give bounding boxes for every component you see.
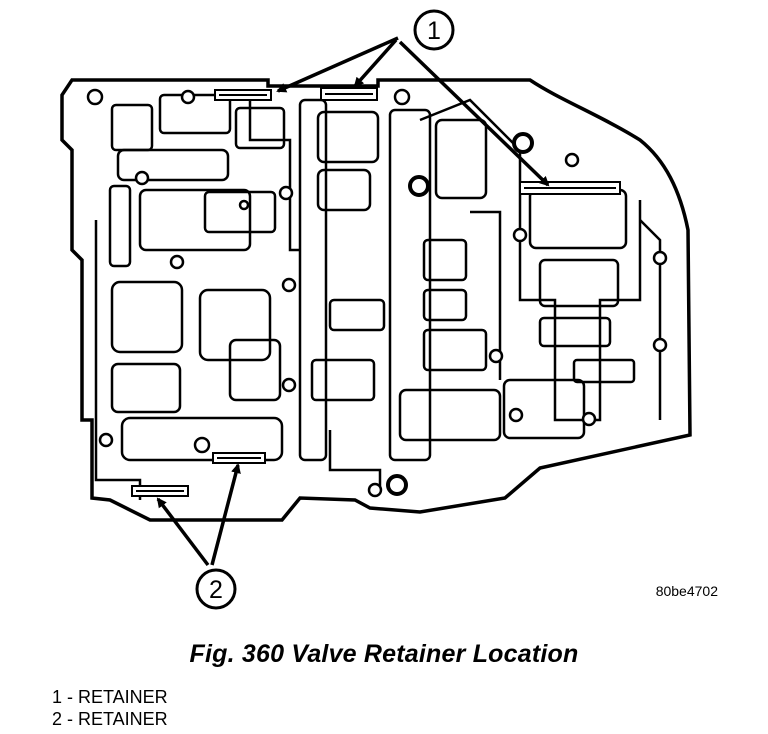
- legend-item-2: 2 - RETAINER: [52, 709, 168, 729]
- retainers-2: [131, 452, 266, 497]
- retainer-1b: [320, 87, 378, 101]
- legend: 1 - RETAINER 2 - RETAINER: [52, 686, 168, 730]
- retainer-1a: [214, 89, 272, 101]
- callout-1-leader-a: [276, 36, 399, 93]
- valve-body-diagram: 1 2 80be4702: [60, 9, 719, 610]
- callout-1: 1: [276, 9, 550, 187]
- dowel-pins: [386, 132, 534, 496]
- bolt-holes: [86, 88, 668, 498]
- retainer-1c: [519, 181, 621, 195]
- retainer-2a: [212, 452, 266, 464]
- callout-2-number: 2: [209, 576, 223, 604]
- callout-2-leader-a: [156, 497, 210, 567]
- fluid-passages: [94, 93, 662, 500]
- legend-item-1: 1 - RETAINER: [52, 687, 168, 707]
- retainer-2b: [131, 485, 189, 497]
- figure-code: 80be4702: [656, 583, 719, 599]
- callout-1-leader-c: [398, 40, 550, 187]
- callout-1-number: 1: [427, 17, 441, 45]
- callout-1-leader-b: [353, 38, 398, 88]
- callout-2: 2: [156, 463, 241, 610]
- figure-caption: Fig. 360 Valve Retainer Location: [189, 640, 579, 668]
- callout-2-leader-b: [210, 463, 241, 566]
